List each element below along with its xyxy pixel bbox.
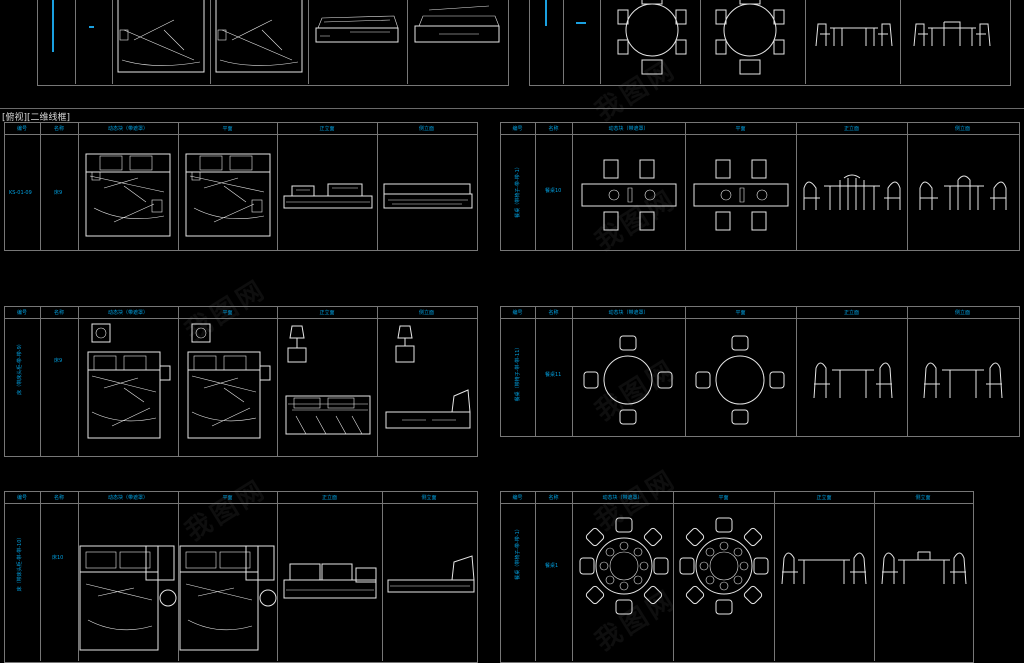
round-table-8-dynamic-drawing (579, 517, 669, 615)
header-front: 正立面 (843, 126, 859, 132)
header-code: 编号 (512, 126, 523, 132)
header-name: 名称 (548, 495, 559, 501)
bed-10-side-drawing (387, 555, 475, 593)
selection-marker (52, 0, 54, 52)
row-code: 餐桌（带椅子-带-带-1） (515, 526, 521, 580)
bed-dynamic-drawing-top (117, 0, 205, 73)
header-name: 名称 (548, 126, 559, 132)
header-code: 编号 (512, 495, 523, 501)
header-front: 正立面 (319, 310, 335, 316)
bed-10-plan-drawing (179, 545, 277, 651)
header-code: 编号 (16, 495, 27, 501)
header-side: 侧立面 (954, 126, 970, 132)
header-side: 侧立面 (954, 310, 970, 316)
round-table-4-dynamic-drawing (583, 335, 673, 425)
header-name: 名称 (53, 495, 64, 501)
header-name: 名称 (548, 310, 559, 316)
header-plan: 平面 (222, 126, 233, 132)
row-code: 床（带床头柜-带-带-9） (17, 341, 23, 395)
header-front: 正立面 (843, 310, 859, 316)
row-name: 餐桌10 (545, 188, 562, 194)
round-table-4-side-drawing (923, 362, 1003, 399)
rect-table-plan-drawing (693, 159, 789, 231)
header-dynamic: 动态块（带遮罩） (608, 310, 649, 316)
bed-10-front-drawing (283, 563, 377, 599)
round-table-front-top (815, 23, 893, 47)
bed-side-drawing-top (414, 5, 500, 43)
header-side: 侧立面 (915, 495, 931, 501)
header-name: 名称 (53, 310, 64, 316)
bed-plan-drawing-top (215, 0, 303, 73)
header-plan: 平面 (222, 495, 233, 501)
round-table-8-front-drawing (781, 552, 867, 585)
round-table-side-top (913, 21, 991, 47)
bed-plan-drawing (185, 153, 271, 237)
row-code: 床（带床头柜-带-带-10） (17, 534, 23, 592)
header-dynamic: 动态块（带遮罩） (608, 126, 649, 132)
bed-side-drawing (383, 183, 473, 209)
bed-front-drawing (283, 183, 373, 209)
bed-nightstand-plan-drawing (187, 323, 271, 439)
row-name: 床9 (54, 190, 63, 196)
header-front: 正立面 (816, 495, 832, 501)
row-name: 餐桌1 (545, 563, 559, 569)
rect-table-side-drawing (919, 175, 1007, 210)
round-table-plan-top (715, 0, 785, 75)
rect-table-dynamic-drawing (581, 159, 677, 231)
selection-marker-right (545, 0, 547, 26)
bed-dynamic-drawing (85, 153, 171, 237)
header-side: 侧立面 (418, 126, 434, 132)
header-side: 侧立面 (418, 310, 434, 316)
round-table-dynamic-top (617, 0, 687, 75)
header-dynamic: 动态块（带遮罩） (602, 495, 643, 501)
row-code: 餐桌（带椅子-带-带-1） (515, 164, 521, 218)
bed-front-drawing-top (315, 15, 399, 43)
header-plan: 平面 (718, 495, 729, 501)
bed-10-dynamic-drawing (79, 545, 177, 651)
header-plan: 平面 (735, 126, 746, 132)
name-marker (89, 26, 94, 28)
header-side: 侧立面 (421, 495, 437, 501)
header-code: 编号 (16, 126, 27, 132)
header-plan: 平面 (222, 310, 233, 316)
round-table-4-front-drawing (813, 362, 893, 399)
header-code: 编号 (16, 310, 27, 316)
header-plan: 平面 (735, 310, 746, 316)
viewport-divider (0, 108, 1024, 109)
rect-table-front-drawing (803, 174, 901, 210)
round-table-8-side-drawing (881, 551, 967, 585)
header-code: 编号 (512, 310, 523, 316)
row-code: KS-01-09 (9, 190, 32, 196)
header-front: 正立面 (319, 126, 335, 132)
header-dynamic: 动态块（带遮罩） (107, 126, 148, 132)
row-name: 床10 (52, 555, 64, 561)
bed-nightstand-front-drawing (285, 325, 371, 435)
name-marker-right (576, 22, 586, 24)
header-dynamic: 动态块（带遮罩） (107, 310, 148, 316)
bed-nightstand-side-drawing (385, 325, 471, 429)
row-code: 餐桌（带椅子-带-带-11） (515, 344, 521, 402)
viewport-label[interactable]: [俯视][二维线框] (2, 113, 71, 123)
header-dynamic: 动态块（带遮罩） (107, 495, 148, 501)
header-name: 名称 (53, 126, 64, 132)
row-name: 餐桌11 (545, 372, 562, 378)
round-table-8-plan-drawing (679, 517, 769, 615)
row-name: 床9 (54, 358, 63, 364)
round-table-4-plan-drawing (695, 335, 785, 425)
header-front: 正立面 (321, 495, 337, 501)
bed-nightstand-dynamic-drawing (87, 323, 171, 439)
